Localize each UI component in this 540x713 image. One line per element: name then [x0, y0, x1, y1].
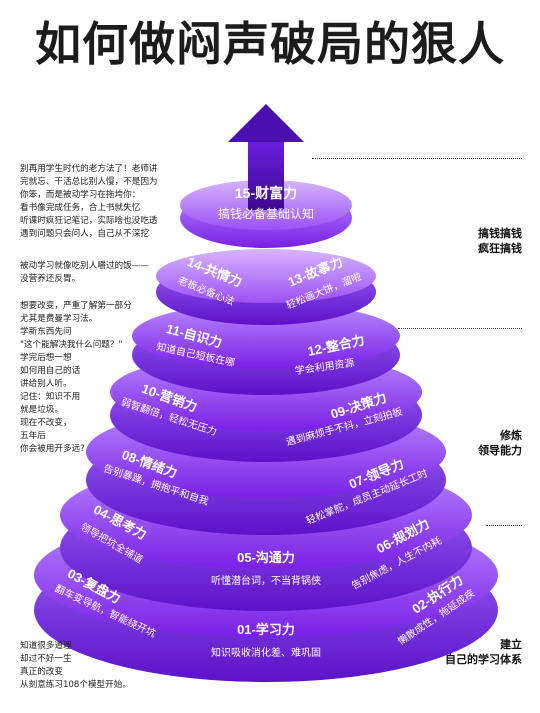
- right-label-learning: 建立 自己的学习体系: [445, 638, 522, 666]
- connector-top: [312, 158, 522, 159]
- up-arrow-icon: [228, 104, 304, 210]
- tier-2: [156, 249, 376, 325]
- tier-6-center-title: 05-沟通力: [237, 550, 295, 565]
- tier-7-center-title: 01-学习力: [237, 622, 295, 637]
- right-label-leadership: 修炼 领导能力: [478, 429, 522, 457]
- tier-7-center-desc: 知识吸收消化差、难巩固: [211, 646, 321, 659]
- connector-bottom: [486, 525, 522, 526]
- side-note-3: 想要改变，严重了解第一部分 尤其是费曼学习法。 学新东西先问 "这个能解决我什么…: [20, 301, 132, 454]
- tier-6-center-desc: 听懂潜台词，不当背锅侠: [211, 574, 321, 587]
- side-note-2: 被动学习就像吃别人嚼过的饭—— 没营养还反胃。: [20, 261, 149, 284]
- side-note-1: 别再用学生时代的老方法了！老师讲 完就忘、干活总比别人慢，不是因为 你笨，而是被…: [20, 164, 158, 239]
- right-label-money: 搞钱搞钱 疯狂搞钱: [478, 227, 522, 255]
- side-note-4: 知道很多道理 却过不好一生 真正的改变 从刻意练习108个模型开始。: [20, 641, 131, 690]
- tier-1-desc: 搞钱必备基础认知: [218, 206, 314, 221]
- page-title: 如何做闷声破局的狠人: [35, 17, 505, 71]
- connector-middle: [398, 328, 522, 329]
- tier-1-title: 15-财富力: [235, 185, 297, 201]
- tier-3: [132, 303, 400, 395]
